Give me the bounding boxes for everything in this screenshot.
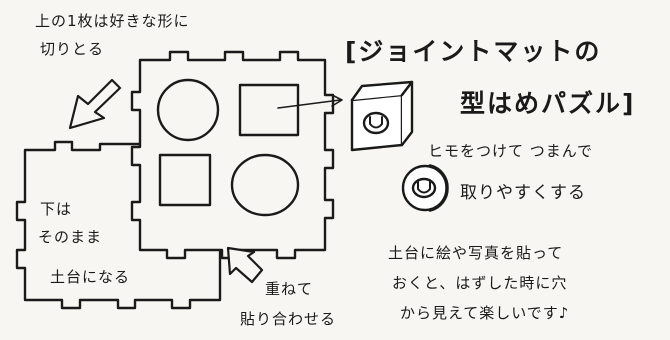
tip-line-3: から見えて楽しいです♪ bbox=[400, 304, 570, 322]
piece-knob bbox=[362, 111, 390, 135]
note-top-2: 切りとる bbox=[40, 40, 105, 58]
piece-block bbox=[350, 93, 404, 152]
tip-line-1: 土台に絵や写真を貼って bbox=[388, 244, 564, 262]
arrow-to-piece bbox=[277, 99, 341, 109]
arrow-head bbox=[331, 94, 343, 107]
u-shaped-string-loop-2 bbox=[417, 181, 431, 194]
note-top-1: 上の1枚は好きな形に bbox=[35, 12, 190, 30]
cutout-circle-bottom-right bbox=[230, 153, 300, 217]
u-shaped-string-loop bbox=[369, 116, 383, 129]
tab-label-2: 取りやすくする bbox=[460, 183, 586, 203]
cutout-square-top-right bbox=[238, 83, 300, 137]
tip-line-2: おくと、はずした時に穴 bbox=[392, 274, 568, 292]
stack-label-1: 重ねて bbox=[265, 280, 314, 298]
base-label-1: 下は bbox=[40, 200, 73, 218]
cutout-square-bottom-left bbox=[158, 153, 212, 207]
title-line-1: [ジョイントマットの bbox=[345, 37, 602, 66]
cutout-circle-top-left bbox=[156, 78, 220, 142]
tab-label-1: ヒモをつけて つまんで bbox=[428, 142, 594, 160]
title-line-2: 型はめパズル] bbox=[460, 89, 636, 118]
arrow-down-left bbox=[68, 78, 122, 130]
stack-label-2: 貼り合わせる bbox=[240, 310, 337, 328]
arrow-up-left bbox=[226, 246, 264, 284]
base-label-2: そのまま bbox=[38, 228, 103, 246]
top-mat bbox=[130, 50, 335, 260]
base-label-3: 土台になる bbox=[50, 268, 131, 286]
